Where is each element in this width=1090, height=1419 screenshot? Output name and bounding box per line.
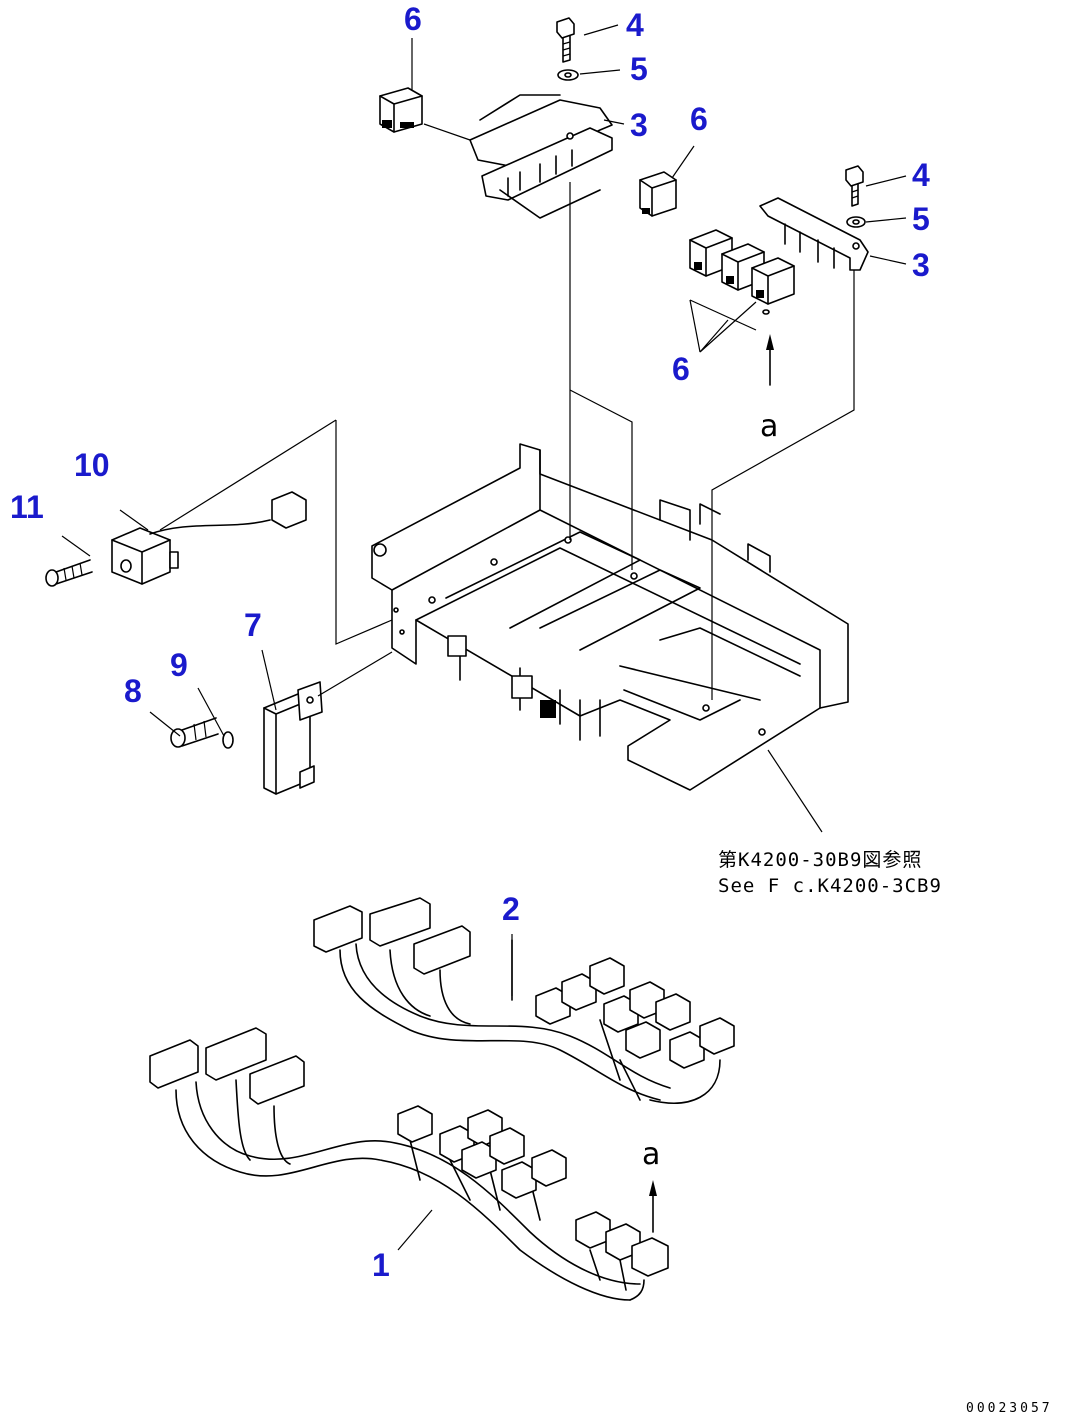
main-mounting-base: [371, 443, 849, 791]
callout-4-upper: 4: [626, 7, 644, 43]
washer-5-upper: [557, 69, 579, 81]
callout-7: 7: [244, 607, 262, 643]
callout-3-right: 3: [912, 247, 930, 283]
relay-6-top-left: [379, 87, 423, 133]
screw-11: [45, 559, 93, 587]
connector-10-with-lead: [111, 491, 307, 585]
wiring-harness-2: [313, 897, 735, 1104]
view-arrow-lower: [649, 1180, 657, 1233]
view-arrow-upper: [766, 334, 774, 386]
bolt-8: [170, 717, 219, 748]
bracket-7: [263, 681, 323, 795]
relay-6-right-3: [751, 257, 795, 315]
washer-5-right: [846, 216, 866, 228]
callout-5-upper: 5: [630, 51, 648, 87]
callout-11: 11: [10, 489, 44, 525]
callout-1: 1: [372, 1247, 390, 1283]
callout-9: 9: [170, 647, 188, 683]
callout-2: 2: [502, 891, 520, 927]
bolt-4-right: [845, 165, 864, 207]
relay-bracket-upper: [469, 94, 613, 219]
bolt-4-upper: [556, 17, 575, 63]
relay-6-top-right: [639, 171, 677, 217]
callout-3-upper: 3: [630, 107, 648, 143]
wiring-harness-1: [149, 1027, 669, 1301]
drawing-number: 00023057: [966, 1401, 1053, 1416]
callout-6-right-group: 6: [672, 351, 690, 387]
callout-4-right: 4: [912, 157, 930, 193]
washer-9: [222, 731, 234, 749]
reference-note-english: See F c.K4200-3CB9: [718, 875, 942, 897]
reference-note-japanese: 第K4200-30B9図参照: [718, 849, 922, 871]
callout-8: 8: [124, 673, 142, 709]
callout-5-right: 5: [912, 201, 930, 237]
callout-6-top-left: 6: [404, 1, 422, 37]
relay-bracket-right: [759, 197, 869, 271]
view-label-a-upper: a: [760, 409, 778, 444]
leader-lines: [61, 24, 907, 1251]
callout-6-top-right: 6: [690, 101, 708, 137]
view-label-a-lower: a: [642, 1137, 660, 1172]
callout-10: 10: [74, 447, 110, 483]
